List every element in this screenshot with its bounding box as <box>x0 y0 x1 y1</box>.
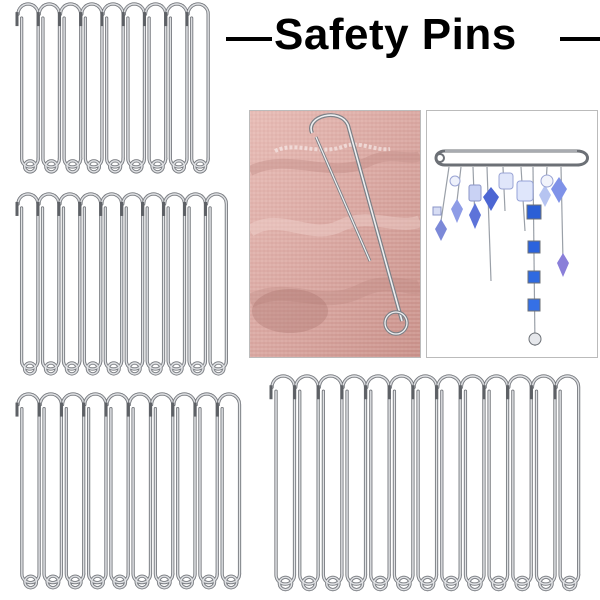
safety-pin <box>37 392 64 590</box>
safety-pin <box>553 374 581 592</box>
safety-pin <box>100 2 125 174</box>
pin-group-bottom-right <box>269 374 581 592</box>
safety-pin <box>15 2 40 174</box>
title-banner: Safety Pins <box>226 8 600 60</box>
safety-pin <box>435 374 462 592</box>
safety-pin <box>104 392 130 590</box>
title-rule-left <box>226 37 272 41</box>
safety-pin <box>121 2 147 174</box>
safety-pin <box>458 374 486 592</box>
safety-pin <box>99 192 124 376</box>
safety-pin <box>36 192 61 376</box>
safety-pin <box>316 374 344 592</box>
safety-pin <box>185 2 210 174</box>
safety-pin <box>149 392 175 590</box>
safety-pin <box>164 2 189 174</box>
safety-pin <box>529 374 557 592</box>
safety-pin <box>57 192 82 376</box>
safety-pin <box>411 374 439 592</box>
safety-pin <box>482 374 510 592</box>
safety-pin <box>387 374 415 592</box>
safety-pin <box>58 2 83 174</box>
photo-pin-on-pink-fabric <box>249 110 421 358</box>
safety-pin <box>293 374 320 592</box>
safety-pin <box>340 374 368 592</box>
safety-pin <box>171 392 197 590</box>
safety-pin <box>79 2 104 174</box>
safety-pin <box>183 192 208 376</box>
safety-pin <box>60 392 86 590</box>
safety-pin <box>126 392 153 590</box>
title-rule-right <box>560 37 600 41</box>
safety-pin <box>506 374 533 592</box>
safety-pin <box>203 192 228 376</box>
safety-pin <box>15 392 41 590</box>
safety-pin <box>78 192 103 376</box>
safety-pin <box>36 2 62 174</box>
photo-brooch-with-blue-crystals <box>426 110 598 358</box>
pin-group-middle-left <box>15 192 228 376</box>
safety-pin <box>82 392 108 590</box>
safety-pin <box>141 192 166 376</box>
safety-pin <box>15 192 40 376</box>
safety-pin <box>162 192 187 376</box>
safety-pin <box>143 2 168 174</box>
safety-pin <box>269 374 297 592</box>
pin-group-bottom-left <box>15 392 242 590</box>
page-title: Safety Pins <box>274 10 517 59</box>
pin-group-top-left <box>15 2 210 174</box>
safety-pin <box>120 192 145 376</box>
safety-pin <box>215 392 242 590</box>
safety-pin <box>193 392 219 590</box>
safety-pin <box>364 374 391 592</box>
